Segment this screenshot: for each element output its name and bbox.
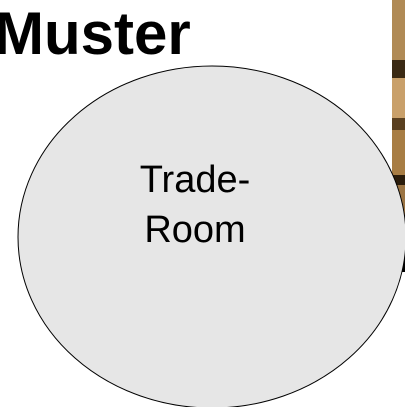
trade-room-label: Trade- Room [120, 155, 270, 255]
trade-room-label-line2: Room [144, 209, 246, 251]
slide-title: Muster [0, 0, 191, 67]
trade-room-label-line1: Trade- [139, 159, 251, 201]
trade-room-circle [17, 65, 405, 407]
